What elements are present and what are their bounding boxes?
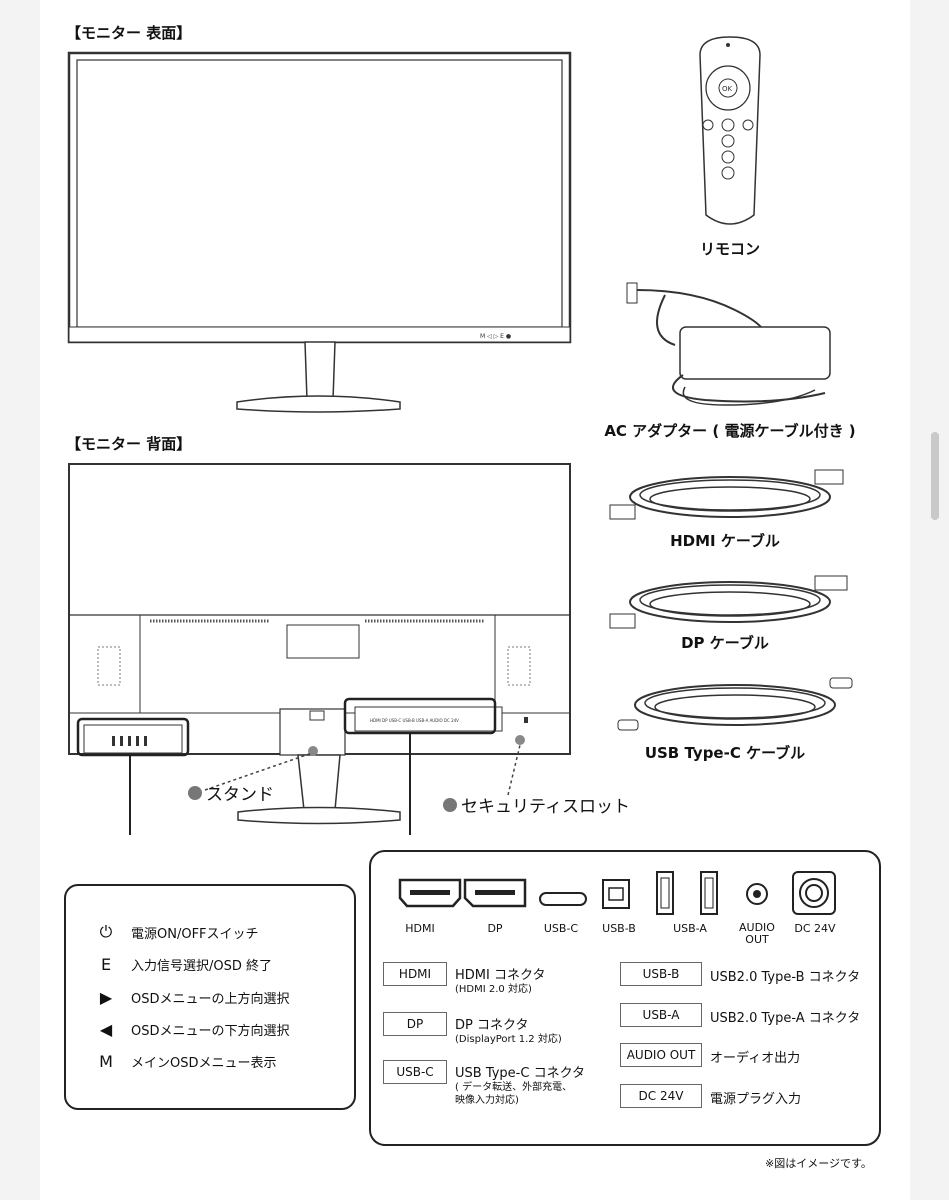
port-icons-row (398, 871, 836, 915)
hdmi-cable-label: HDMI ケーブル (670, 532, 780, 550)
desc-usbc-main: USB Type-C コネクタ (455, 1066, 586, 1081)
port-icon-label-dp: DP (487, 922, 503, 935)
desc-usbc-sub1: ( データ転送、外部充電、 (455, 1082, 573, 1093)
legend-text: OSDメニューの下方向選択 (131, 1024, 290, 1039)
front-stand-base (236, 395, 401, 413)
code-usbc: USB-C (383, 1060, 447, 1084)
desc-hdmi-sub: (HDMI 2.0 対応) (455, 984, 532, 995)
code-dc: DC 24V (620, 1084, 702, 1108)
front-stand-neck (304, 341, 336, 401)
desc-dp-sub: (DisplayPort 1.2 対応) (455, 1034, 562, 1045)
bullet-icon (443, 797, 457, 812)
desc-usbc: USB Type-C コネクタ ( データ転送、外部充電、 映像入力対応) (455, 1062, 585, 1107)
ac-adapter-illustration (626, 282, 831, 406)
desc-dp-main: DP コネクタ (455, 1018, 529, 1033)
right-arrow-icon: ▶ (99, 988, 113, 1007)
desc-usbc-sub2: 映像入力対応) (455, 1095, 519, 1106)
port-icon-label-usba: USB-A (673, 922, 707, 935)
legend-input: E 入力信号選択/OSD 終了 (95, 955, 272, 974)
port-icon-label-usbc: USB-C (543, 922, 579, 935)
back-monitor-illustration: HDMI DP USB-C USB-B USB-A AUDIO DC 24V (68, 463, 571, 835)
m-icon: M (99, 1052, 113, 1071)
remote-label: リモコン (699, 240, 760, 258)
image-note: ※図はイメージです。 (765, 1157, 872, 1170)
left-arrow-icon: ◀ (99, 1020, 113, 1039)
ac-adapter-label: AC アダプター ( 電源ケーブル付き ) (604, 422, 856, 440)
front-monitor-illustration: M ◁ ▷ E ● (67, 51, 572, 413)
usbc-cable-label: USB Type-C ケーブル (644, 744, 806, 762)
desc-usba: USB2.0 Type-A コネクタ (710, 1011, 861, 1026)
svg-text:M ◁ ▷ E ●: M ◁ ▷ E ● (480, 333, 511, 340)
desc-audio: オーディオ出力 (710, 1051, 801, 1066)
rear-button-panel (112, 736, 147, 746)
desc-dp: DP コネクタ (DisplayPort 1.2 対応) (455, 1014, 562, 1046)
legend-down: ◀ OSDメニューの下方向選択 (95, 1020, 290, 1039)
legend-text: OSDメニューの上方向選択 (131, 992, 290, 1007)
bullet-icon (188, 785, 202, 800)
power-icon: ⏻ (99, 922, 113, 941)
e-icon: E (100, 955, 112, 974)
security-label: セキュリティスロット (461, 797, 630, 817)
stand-label: スタンド (206, 785, 274, 805)
desc-hdmi-main: HDMI コネクタ (455, 968, 546, 983)
port-icon-label-audio: AUDIO OUT (739, 921, 775, 946)
desc-hdmi: HDMI コネクタ (HDMI 2.0 対応) (455, 964, 545, 996)
desc-dc: 電源プラグ入力 (710, 1092, 802, 1107)
front-title: 【モニター 表面】 (66, 24, 192, 42)
port-strip-highlight (343, 697, 497, 735)
usbc-cable-illustration (617, 677, 853, 731)
svg-text:OK: OK (722, 85, 733, 93)
usbc-port-icon (539, 892, 587, 906)
remote-illustration: OK (699, 36, 761, 225)
hdmi-cable-illustration (609, 469, 844, 520)
code-audio: AUDIO OUT (620, 1043, 702, 1067)
button-panel-highlight (76, 717, 190, 757)
port-icon-label-dc: DC 24V (794, 922, 836, 935)
scrollbar[interactable] (931, 432, 939, 520)
legend-text: 入力信号選択/OSD 終了 (131, 959, 273, 974)
legend-text: メインOSDメニュー表示 (131, 1056, 277, 1071)
front-control-icons: M ◁ ▷ E ● (480, 333, 511, 340)
buttons-legend-box (64, 884, 356, 1110)
code-usba: USB-A (620, 1003, 702, 1027)
legend-up: ▶ OSDメニューの上方向選択 (95, 988, 290, 1007)
legend-text: 電源ON/OFFスイッチ (131, 926, 259, 942)
port-icon-label-usbb: USB-B (602, 922, 636, 935)
dp-cable-illustration (609, 575, 848, 629)
desc-usbb: USB2.0 Type-B コネクタ (710, 970, 861, 985)
legend-power: ⏻ 電源ON/OFFスイッチ (95, 922, 259, 942)
port-icon-label-hdmi: HDMI (405, 922, 435, 935)
svg-text:HDMI DP USB-C USB-B USB-A: HDMI DP USB-C USB-B USB-A AUDIO DC 24V (370, 718, 459, 723)
front-screen (76, 59, 563, 328)
legend-menu: M メインOSDメニュー表示 (95, 1052, 277, 1071)
code-hdmi: HDMI (383, 962, 447, 986)
security-callout: セキュリティスロット (443, 792, 630, 817)
code-dp: DP (383, 1012, 447, 1036)
stand-callout: スタンド (188, 780, 274, 805)
dp-cable-label: DP ケーブル (681, 634, 769, 652)
back-title: 【モニター 背面】 (66, 435, 192, 453)
code-usbb: USB-B (620, 962, 702, 986)
